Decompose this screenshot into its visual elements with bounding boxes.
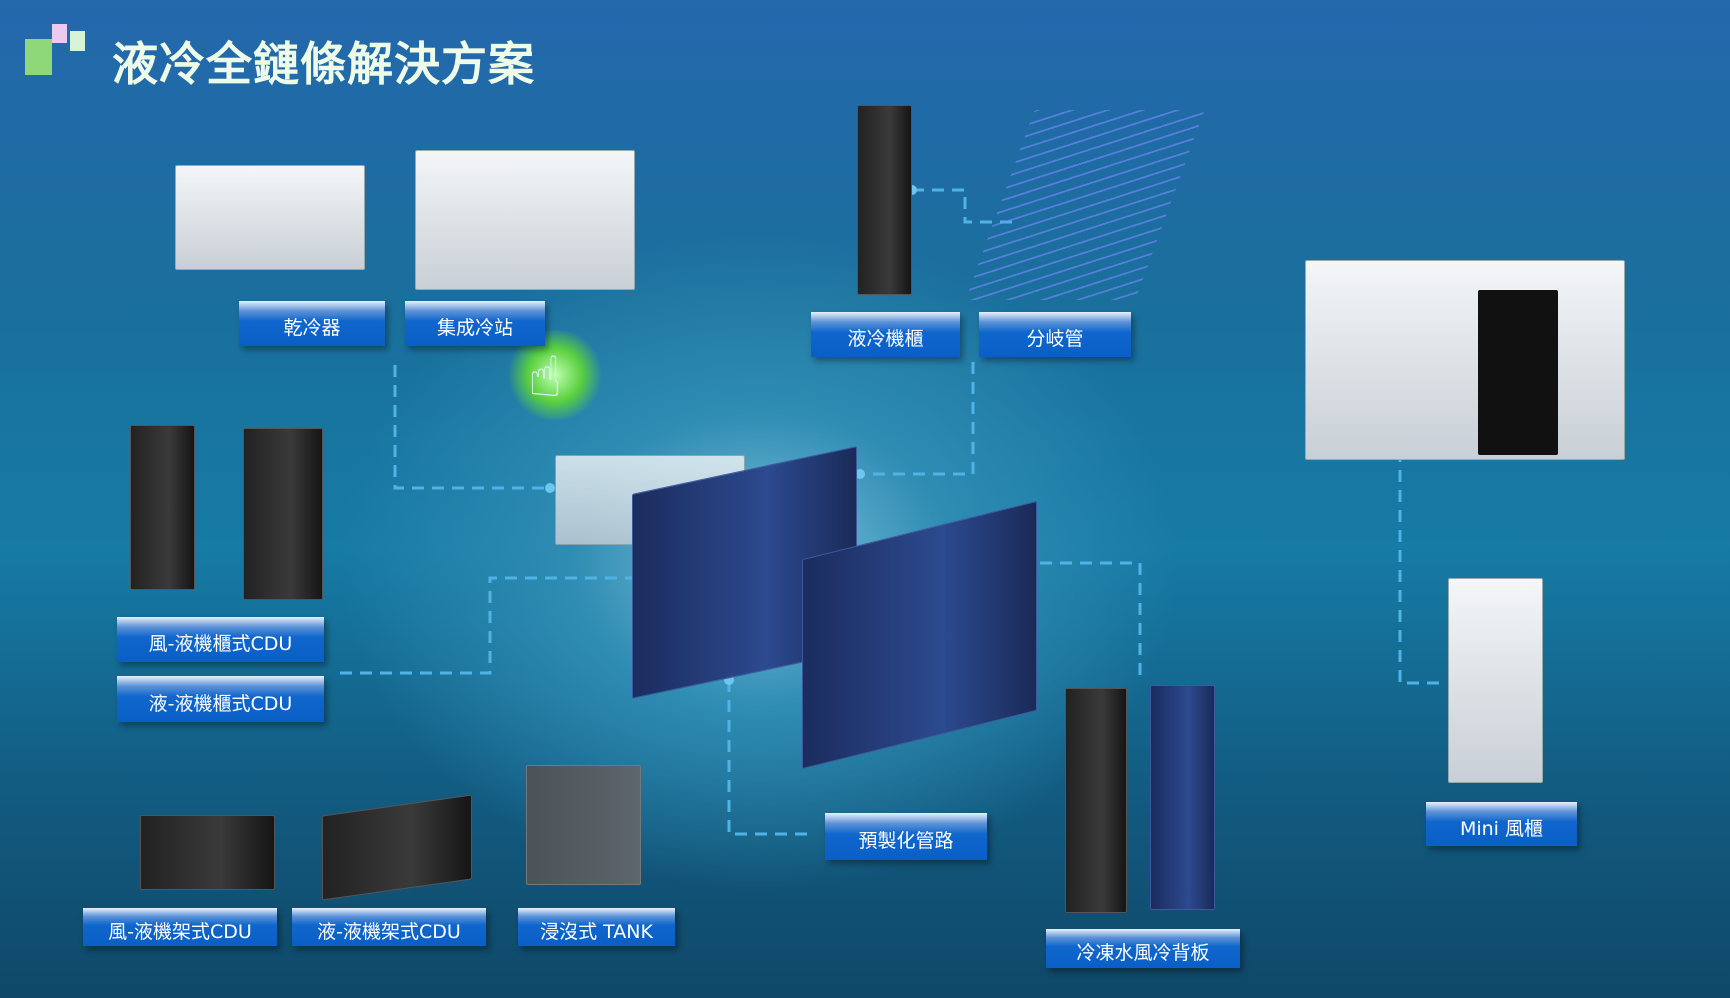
- label-dry-cooler[interactable]: 乾冷器: [239, 301, 385, 346]
- label-liquid-cabinet[interactable]: 液冷機櫃: [811, 312, 960, 357]
- line-liquid-cabinet: [860, 362, 975, 476]
- rack-cdu-image-1: [140, 815, 275, 890]
- label-prefab-piping[interactable]: 預製化管路: [825, 813, 987, 860]
- logo-square-mint: [70, 31, 85, 51]
- label-liquid-liquid-rack-cdu[interactable]: 液-液機架式CDU: [292, 908, 486, 946]
- immersion-tank-image: [526, 765, 641, 885]
- label-air-liquid-cabinet-cdu[interactable]: 風-液機櫃式CDU: [117, 617, 324, 662]
- line-cabinet-manifold: [912, 188, 1020, 224]
- cabinet-cdu-image-2: [243, 428, 323, 600]
- container-door: [1478, 290, 1558, 455]
- line-dry-cooler: [393, 365, 550, 490]
- label-liquid-liquid-cabinet-cdu[interactable]: 液-液機櫃式CDU: [117, 676, 324, 722]
- label-manifold[interactable]: 分岐管: [979, 312, 1131, 357]
- line-rear-door: [1020, 561, 1142, 680]
- line-cdu: [340, 576, 640, 675]
- rear-door-image-2: [1150, 685, 1215, 910]
- logo-square-green: [25, 39, 52, 75]
- liquid-cabinet-image: [857, 105, 912, 295]
- page-title: 液冷全鏈條解決方案: [112, 37, 535, 91]
- rear-door-image-1: [1065, 688, 1127, 913]
- integrated-station-image: [415, 150, 635, 290]
- label-integrated-station[interactable]: 集成冷站: [405, 301, 545, 346]
- label-rear-door[interactable]: 冷凍水風冷背板: [1046, 929, 1240, 968]
- logo-square-pink: [52, 24, 67, 43]
- dry-cooler-image: [175, 165, 365, 270]
- line-mini-ahu: [1398, 430, 1440, 685]
- line-piping: [727, 680, 810, 836]
- mini-ahu-image: [1448, 578, 1543, 783]
- hand-pointer-icon: ☝: [528, 345, 563, 410]
- container-datacenter-image: [1305, 260, 1625, 460]
- cabinet-cdu-image-1: [130, 425, 195, 590]
- label-air-liquid-rack-cdu[interactable]: 風-液機架式CDU: [83, 908, 277, 946]
- label-mini-ahu[interactable]: Mini 風櫃: [1426, 802, 1577, 846]
- label-immersion-tank[interactable]: 浸沒式 TANK: [518, 908, 675, 946]
